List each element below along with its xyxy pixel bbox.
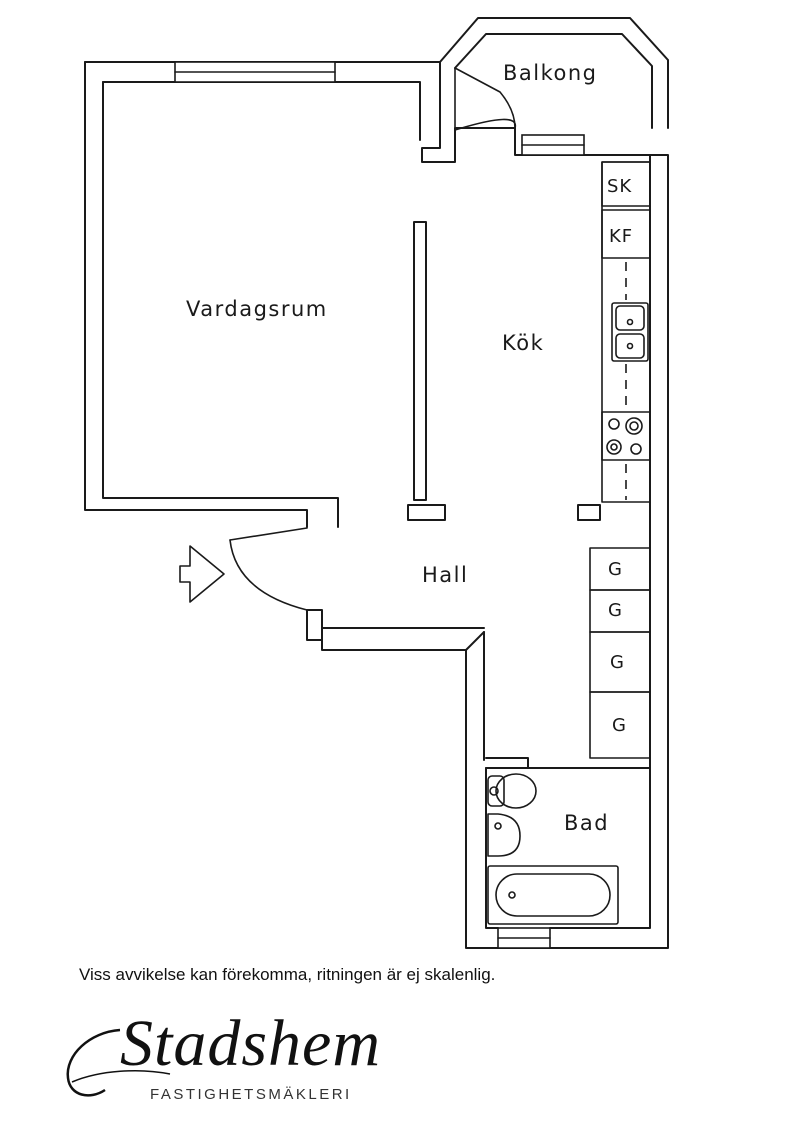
kyl-frys-label: KF: [609, 226, 633, 247]
bathroom-fixtures: [487, 773, 619, 925]
room-label-kok: Kök: [502, 331, 544, 355]
room-label-hall: Hall: [422, 563, 468, 587]
windows: [174, 61, 585, 949]
interior-walls: [407, 221, 651, 929]
room-label-balkong: Balkong: [503, 61, 598, 85]
wardrobe-label-3: G: [610, 652, 625, 673]
wardrobe-label-2: G: [608, 600, 623, 621]
entrance-door: [229, 527, 308, 611]
stadshem-logo: [66, 1028, 171, 1097]
wardrobes: [589, 547, 651, 759]
brand-name: Stadshem: [120, 1007, 381, 1080]
floor-plan: SK KF G G G G Balkong Vardagsrum Kök Hal…: [84, 17, 669, 949]
kitchen-counter: [601, 161, 651, 503]
skafferi-label: SK: [607, 176, 632, 197]
wardrobe-label-4: G: [612, 715, 627, 736]
wardrobe-label-1: G: [608, 559, 623, 580]
balcony-outline: [439, 17, 669, 131]
disclaimer-text: Viss avvikelse kan förekomma, ritningen …: [79, 965, 496, 984]
room-label-bad: Bad: [564, 811, 609, 835]
room-label-vardagsrum: Vardagsrum: [186, 297, 328, 321]
brand-tagline: FASTIGHETSMÄKLERI: [150, 1086, 352, 1103]
entrance-arrow-icon: [179, 545, 225, 603]
